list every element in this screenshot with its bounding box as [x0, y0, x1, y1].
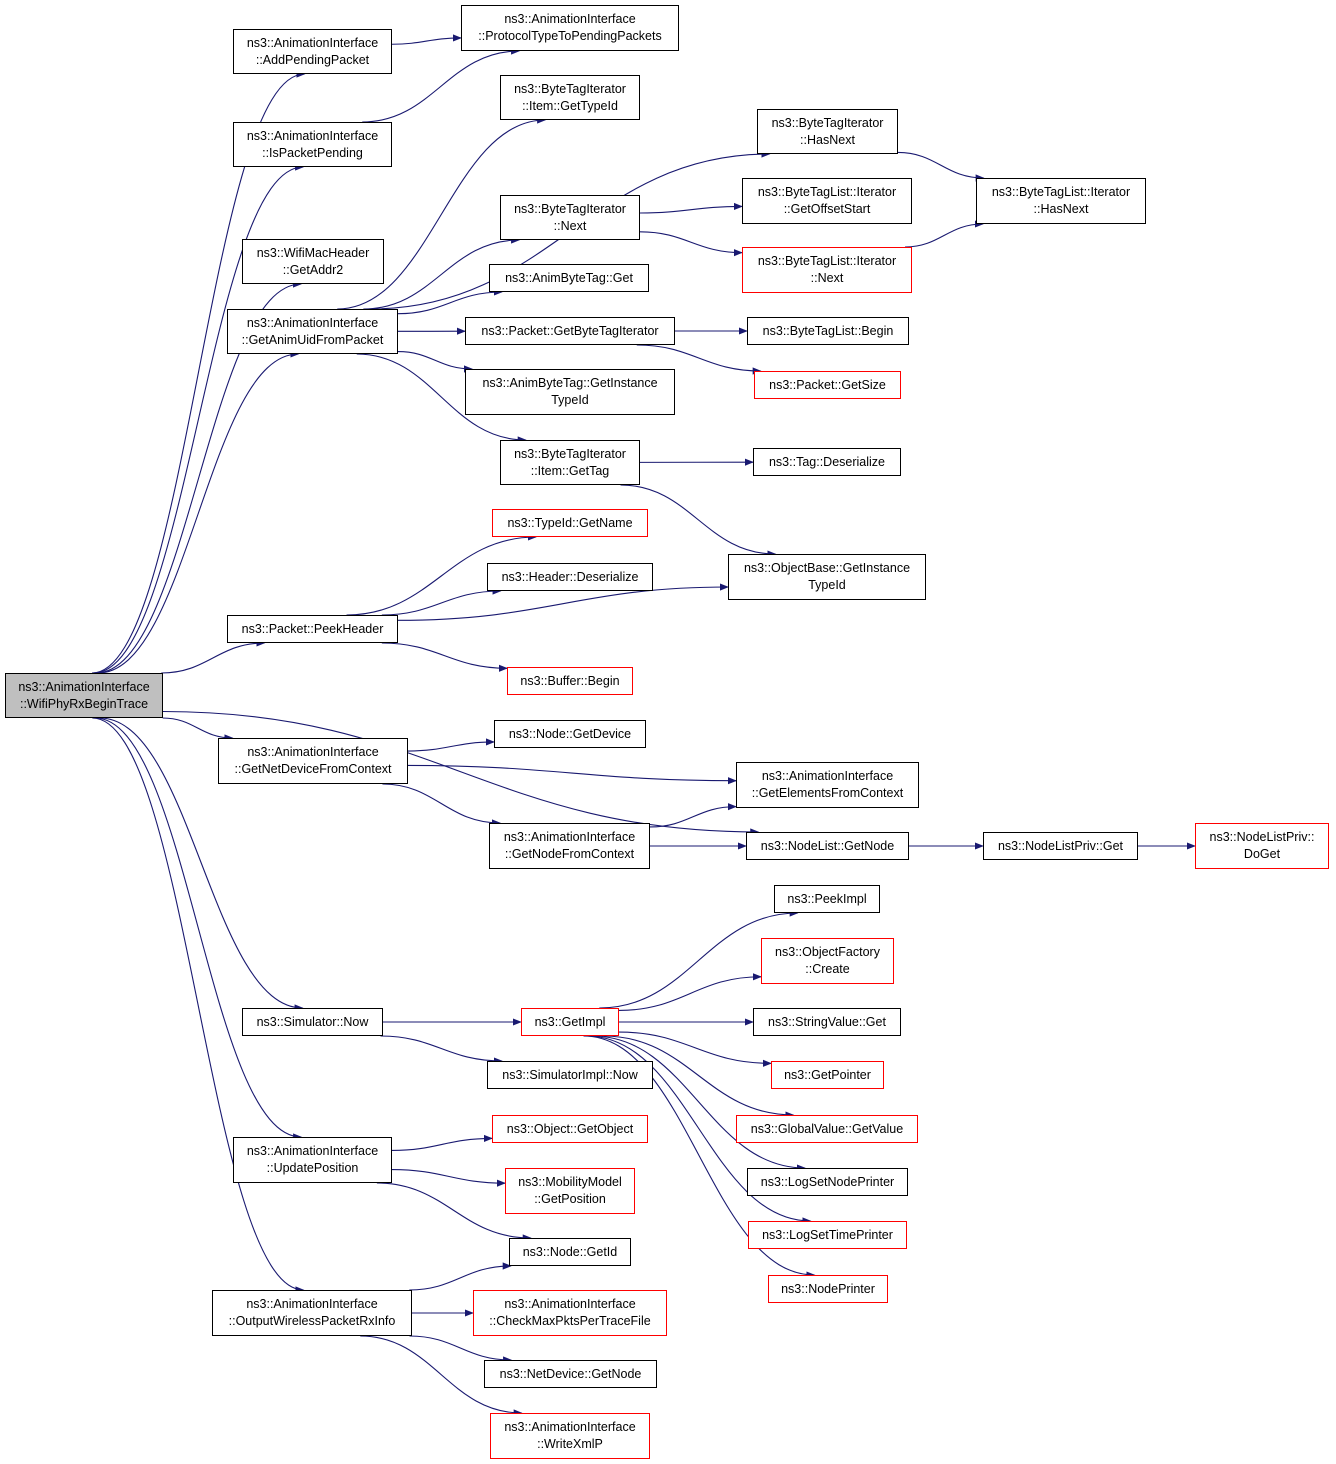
node-get-node-from-ctx[interactable]: ns3::AnimationInterface ::GetNodeFromCon…: [489, 823, 650, 869]
node-node-list-get-node[interactable]: ns3::NodeList::GetNode: [746, 832, 909, 860]
edge-root-to-nodeListGetNode: [162, 710, 760, 836]
edge-peekHeader-to-typeIdGetName: [346, 533, 537, 616]
edge-getImpl-to-logSetTimePrinter: [586, 1035, 812, 1225]
edge-getImpl-to-nodePrinter: [583, 1035, 816, 1279]
node-node-get-id[interactable]: ns3::Node::GetId: [509, 1238, 631, 1266]
edge-itemGetTag-to-objBaseGetInst: [620, 484, 777, 558]
edge-root-to-peekHeader: [161, 639, 266, 674]
edge-outputWireless-to-nodeGetId: [409, 1262, 512, 1291]
edge-root-to-addPending: [91, 70, 306, 674]
node-btl-get-offset-start[interactable]: ns3::ByteTagList::Iterator ::GetOffsetSt…: [742, 178, 912, 224]
edge-updatePosition-to-nodeGetId: [376, 1182, 532, 1242]
node-peek-impl[interactable]: ns3::PeekImpl: [774, 885, 880, 913]
edge-simNow-to-simImplNow: [380, 1035, 503, 1065]
edge-addPending-to-protoType: [391, 34, 462, 45]
edge-updatePosition-to-mobilityGetPos: [391, 1169, 506, 1187]
node-node-get-device[interactable]: ns3::Node::GetDevice: [494, 720, 646, 748]
node-log-set-node-printer[interactable]: ns3::LogSetNodePrinter: [747, 1168, 908, 1196]
edge-root-to-getAddr2: [95, 280, 303, 674]
node-buffer-begin[interactable]: ns3::Buffer::Begin: [507, 667, 633, 695]
node-btl-begin[interactable]: ns3::ByteTagList::Begin: [747, 317, 909, 345]
node-tag-deser[interactable]: ns3::Tag::Deserialize: [753, 448, 901, 476]
node-mobility-get-pos[interactable]: ns3::MobilityModel ::GetPosition: [505, 1168, 635, 1214]
edge-btiHasNext-to-btlIterHasNext: [897, 151, 985, 182]
node-output-wireless[interactable]: ns3::AnimationInterface ::OutputWireless…: [212, 1290, 412, 1336]
edge-updatePosition-to-objectGetObject: [391, 1134, 493, 1151]
edge-peekHeader-to-objBaseGetInst: [397, 583, 729, 621]
edge-root-to-getNetDevice: [162, 717, 234, 742]
node-get-elements[interactable]: ns3::AnimationInterface ::GetElementsFro…: [736, 762, 919, 808]
edge-root-to-simNow: [99, 717, 304, 1012]
node-btl-iter-has-next[interactable]: ns3::ByteTagList::Iterator ::HasNext: [976, 178, 1146, 224]
edge-pktGetBTI-to-pktGetSize: [636, 344, 762, 375]
node-update-position[interactable]: ns3::AnimationInterface ::UpdatePosition: [233, 1137, 392, 1183]
edge-btlIterNext-to-btlIterHasNext: [904, 220, 984, 248]
node-node-list-priv-do-get[interactable]: ns3::NodeListPriv:: DoGet: [1195, 823, 1329, 869]
edge-btiNext-to-btlIterNext: [639, 231, 743, 257]
node-bti-has-next[interactable]: ns3::ByteTagIterator ::HasNext: [757, 109, 898, 154]
node-btl-iter-next[interactable]: ns3::ByteTagList::Iterator ::Next: [742, 247, 912, 293]
node-get-pointer[interactable]: ns3::GetPointer: [771, 1061, 884, 1089]
edge-getNetDevice-to-getNodeFromCtx: [382, 783, 501, 827]
node-object-get-object[interactable]: ns3::Object::GetObject: [492, 1115, 648, 1143]
node-string-value-get[interactable]: ns3::StringValue::Get: [753, 1008, 901, 1036]
node-peek-header[interactable]: ns3::Packet::PeekHeader: [227, 615, 398, 643]
node-proto-type[interactable]: ns3::AnimationInterface ::ProtocolTypeTo…: [461, 5, 679, 51]
node-anim-get-inst-type-id[interactable]: ns3::AnimByteTag::GetInstance TypeId: [465, 369, 675, 415]
node-type-id-get-name[interactable]: ns3::TypeId::GetName: [492, 509, 648, 537]
edge-peekHeader-to-headerDeser: [381, 587, 502, 616]
edge-isPending-to-protoType: [362, 47, 521, 123]
node-write-xml-p[interactable]: ns3::AnimationInterface ::WriteXmlP: [490, 1413, 650, 1459]
edge-btiNext-to-btlGetOffsetStart: [639, 202, 743, 214]
node-sim-now[interactable]: ns3::Simulator::Now: [242, 1008, 383, 1036]
edge-root-to-isPending: [93, 163, 305, 674]
node-get-addr2[interactable]: ns3::WifiMacHeader ::GetAddr2: [242, 239, 384, 284]
node-get-anim-uid[interactable]: ns3::AnimationInterface ::GetAnimUidFrom…: [227, 309, 398, 354]
edge-getImpl-to-peekImpl: [599, 909, 799, 1009]
node-log-set-time-printer[interactable]: ns3::LogSetTimePrinter: [748, 1221, 907, 1249]
node-sim-impl-now[interactable]: ns3::SimulatorImpl::Now: [487, 1061, 653, 1089]
node-check-max-pkts[interactable]: ns3::AnimationInterface ::CheckMaxPktsPe…: [473, 1290, 667, 1336]
edge-root-to-getAnimUid: [98, 350, 300, 674]
node-item-get-tag[interactable]: ns3::ByteTagIterator ::Item::GetTag: [500, 440, 640, 485]
node-pkt-get-size[interactable]: ns3::Packet::GetSize: [754, 371, 901, 399]
edge-getAnimUid-to-btiNext: [363, 236, 521, 310]
node-node-list-priv-get[interactable]: ns3::NodeListPriv::Get: [983, 832, 1138, 860]
edge-root-to-outputWireless: [92, 717, 305, 1294]
node-header-deser[interactable]: ns3::Header::Deserialize: [487, 563, 653, 591]
edge-getAnimUid-to-animByteTagGet: [397, 288, 503, 315]
edge-getImpl-to-objFactoryCreate: [618, 973, 762, 1011]
edge-peekHeader-to-bufferBegin: [381, 642, 508, 672]
node-node-printer[interactable]: ns3::NodePrinter: [768, 1275, 888, 1303]
node-obj-factory-create[interactable]: ns3::ObjectFactory ::Create: [761, 938, 894, 984]
node-root: ns3::AnimationInterface ::WifiPhyRxBegin…: [5, 673, 163, 718]
edge-getNetDevice-to-nodeGetDevice: [407, 738, 495, 752]
node-anim-byte-tag-get[interactable]: ns3::AnimByteTag::Get: [489, 264, 649, 292]
edge-getNetDevice-to-getElements: [407, 764, 737, 785]
node-add-pending[interactable]: ns3::AnimationInterface ::AddPendingPack…: [233, 29, 392, 74]
edge-getImpl-to-getPointer: [618, 1031, 772, 1067]
node-is-pending[interactable]: ns3::AnimationInterface ::IsPacketPendin…: [233, 122, 392, 167]
edge-getImpl-to-globalValueGet: [603, 1035, 795, 1119]
edge-getAnimUid-to-itemGetTag: [356, 353, 527, 444]
edge-outputWireless-to-netDevGetNode: [409, 1335, 513, 1364]
node-item-get-type-id[interactable]: ns3::ByteTagIterator ::Item::GetTypeId: [500, 75, 640, 120]
edge-getImpl-to-logSetNodePrinter: [592, 1035, 806, 1172]
node-net-dev-get-node[interactable]: ns3::NetDevice::GetNode: [484, 1360, 657, 1388]
node-pkt-get-b-t-i[interactable]: ns3::Packet::GetByteTagIterator: [465, 317, 675, 345]
edge-outputWireless-to-writeXmlP: [360, 1335, 523, 1417]
edge-root-to-updatePosition: [95, 717, 303, 1141]
node-bti-next[interactable]: ns3::ByteTagIterator ::Next: [500, 195, 640, 240]
node-get-impl[interactable]: ns3::GetImpl: [521, 1008, 619, 1036]
node-obj-base-get-inst[interactable]: ns3::ObjectBase::GetInstance TypeId: [728, 554, 926, 600]
edge-getNodeFromCtx-to-getElements: [649, 803, 737, 828]
edge-getAnimUid-to-animGetInstTypeId: [397, 351, 474, 373]
node-get-net-device[interactable]: ns3::AnimationInterface ::GetNetDeviceFr…: [218, 738, 408, 784]
edge-getAnimUid-to-itemGetTypeId: [337, 116, 547, 310]
node-global-value-get[interactable]: ns3::GlobalValue::GetValue: [736, 1115, 918, 1143]
